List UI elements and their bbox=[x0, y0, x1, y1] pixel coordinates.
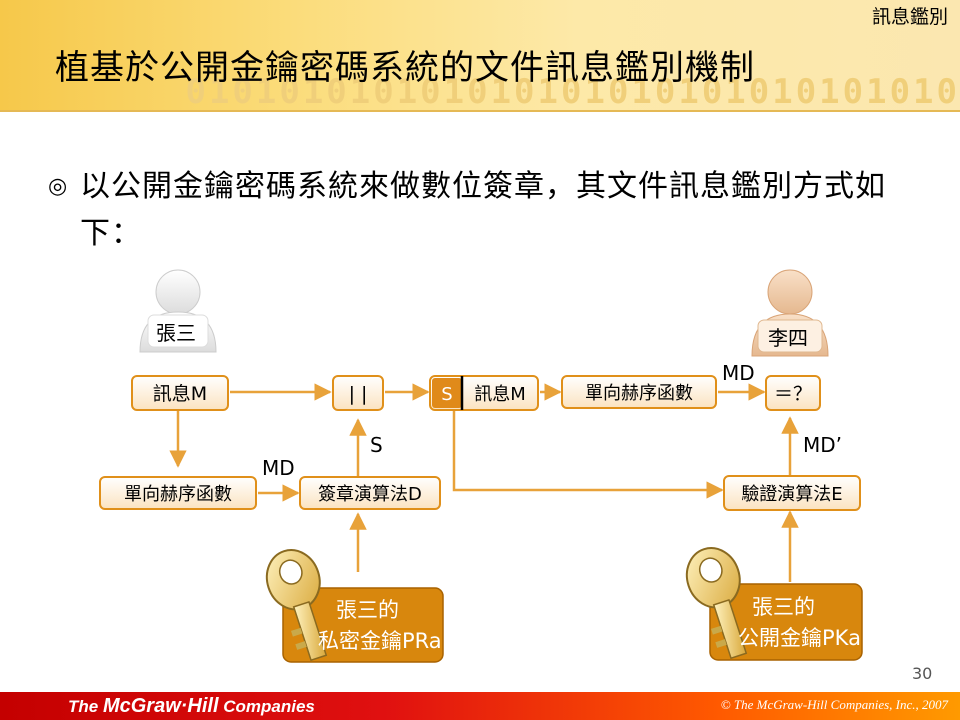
copyright-text: © The McGraw-Hill Companies, Inc., 2007 bbox=[720, 697, 948, 712]
binary-decoration: 010101010101010101010101010101010 bbox=[185, 72, 960, 112]
message-box: 訊息M bbox=[131, 375, 229, 411]
public-key-label: 公開金鑰PKa bbox=[738, 626, 861, 650]
private-key-label: 私密金鑰PRa bbox=[318, 629, 442, 653]
logo-name: McGraw·Hill bbox=[102, 695, 219, 717]
signed-message-box: S 訊息M bbox=[429, 375, 539, 411]
bullet-text: 以公開金鑰密碼系統來做數位簽章，其文件訊息鑑別方式如下： bbox=[80, 169, 886, 251]
concat-box: | | bbox=[332, 375, 384, 411]
signed-s-label: S bbox=[441, 384, 452, 405]
signed-message-label: 訊息M bbox=[474, 384, 526, 405]
hash-box-right: 單向赫序函數 bbox=[561, 375, 717, 409]
slide-header: 010101010101010101010101010101010 bbox=[0, 0, 960, 112]
verify-algorithm-label: 驗證演算法E bbox=[741, 484, 842, 505]
sender-label: 張三 bbox=[156, 321, 196, 345]
sign-algorithm-label: 簽章演算法D bbox=[318, 484, 422, 505]
sender-person-icon bbox=[139, 269, 217, 353]
hash-box-left-label: 單向赫序函數 bbox=[124, 484, 232, 505]
slide-title: 植基於公開金鑰密碼系統的文件訊息鑑別機制 bbox=[55, 48, 755, 88]
logo-companies: Companies bbox=[218, 697, 315, 716]
compare-box-label: ＝？ bbox=[774, 383, 812, 405]
private-key-icon bbox=[265, 549, 444, 663]
s-label: S bbox=[370, 433, 383, 457]
page-number: 30 bbox=[912, 664, 933, 683]
md-label-left: MD bbox=[262, 456, 295, 480]
compare-box: ＝？ bbox=[765, 375, 821, 411]
md-label-right: MD bbox=[722, 361, 755, 385]
logo-the: The bbox=[68, 697, 103, 716]
publisher-logo: The McGraw·Hill Companies bbox=[68, 695, 315, 718]
footer-bar: The McGraw·Hill Companies © The McGraw-H… bbox=[0, 692, 960, 720]
md-prime-label: MD’ bbox=[803, 433, 842, 457]
message-box-label: 訊息M bbox=[153, 383, 207, 405]
section-tag: 訊息鑑別 bbox=[871, 6, 948, 28]
receiver-person-icon bbox=[751, 269, 829, 357]
private-key-owner: 張三的 bbox=[336, 598, 399, 622]
receiver-label: 李四 bbox=[768, 326, 808, 350]
sign-algorithm-box: 簽章演算法D bbox=[299, 476, 441, 510]
hash-box-left: 單向赫序函數 bbox=[99, 476, 257, 510]
bullet-icon: ◎ bbox=[48, 174, 68, 199]
flow-arrows bbox=[169, 383, 799, 582]
hash-box-right-label: 單向赫序函數 bbox=[585, 383, 693, 404]
public-key-icon bbox=[685, 547, 863, 661]
header-divider bbox=[0, 110, 960, 112]
concat-box-label: | | bbox=[349, 383, 368, 405]
verify-algorithm-box: 驗證演算法E bbox=[723, 475, 861, 511]
public-key-owner: 張三的 bbox=[752, 595, 815, 619]
